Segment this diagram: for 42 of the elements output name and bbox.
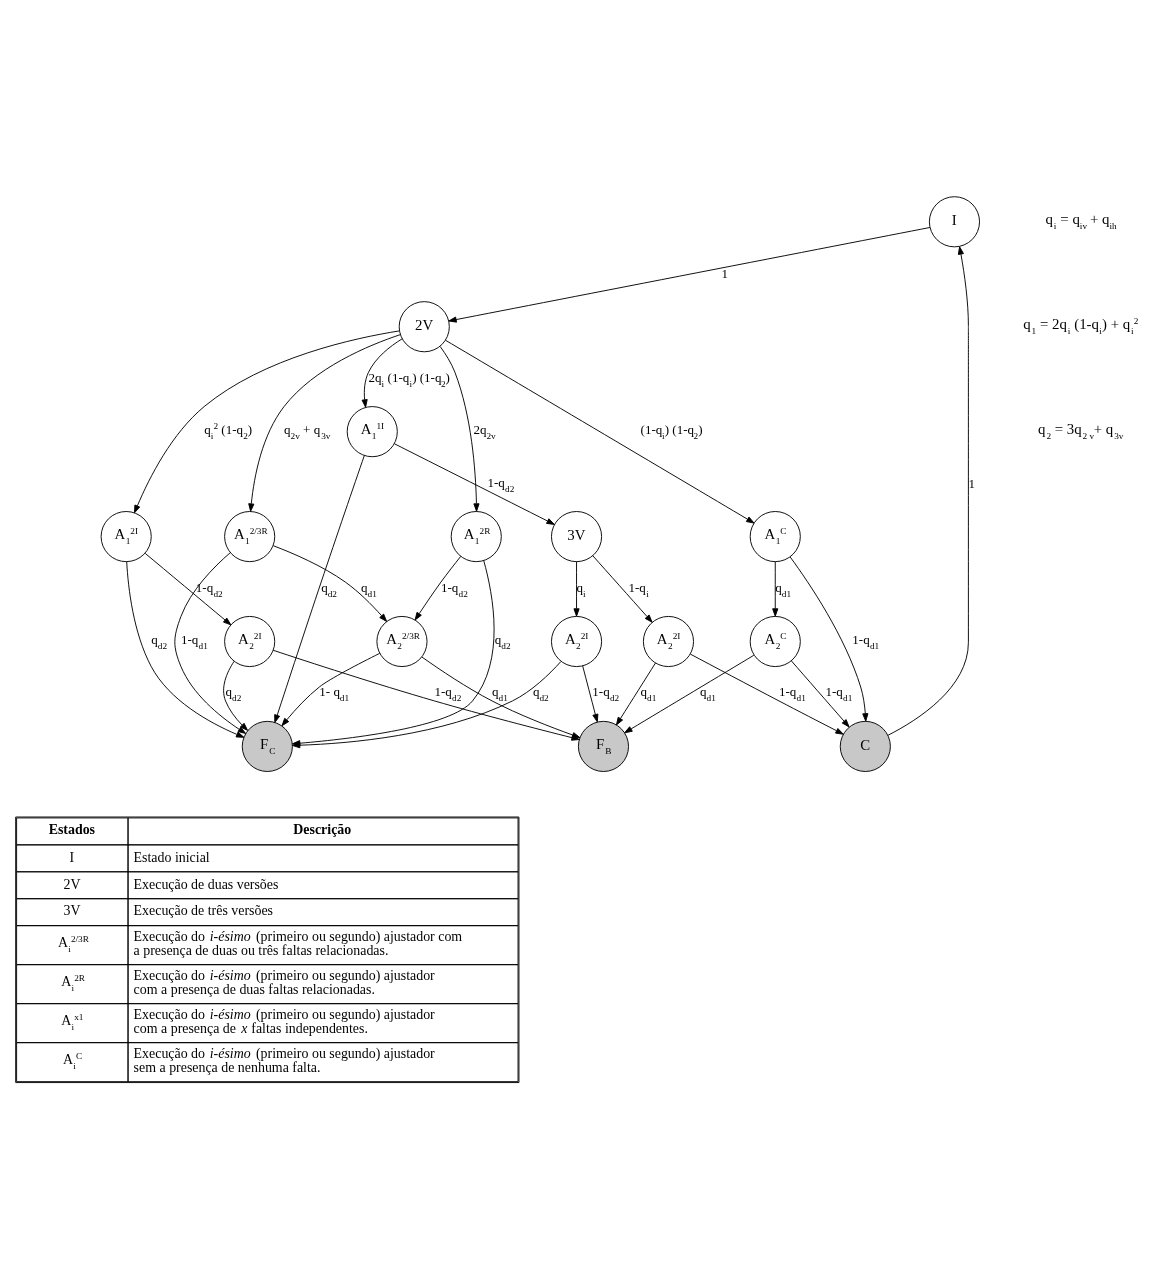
edge-label: q$_{i}$$^{2}$ (1-q$_{2}$) [204,421,253,442]
edge-label: q$_{d2}$ [532,684,549,704]
edge-label: 1-q$_{d1}$ [852,632,880,652]
edge-label: 1-q$_{d2}$ [195,579,223,599]
edge-label: 1-q$_{i}$ [628,579,649,599]
label: Execução de duas versões [133,876,279,892]
edge-label: q$_{d1}$ [361,579,377,599]
edge-label: 1-q$_{d1}$ [180,632,208,652]
edge-label: q$_{d2}$ [225,684,242,704]
label: Execução do i-ésimo (primeiro ou segundo) ajustador sem a presença de nenhuma falta. [133,1046,435,1076]
edge-label: 1-q$_{d2}$ [592,684,620,704]
label: q$_{i}$ = q$_{iv}$ + q$_{ih}$ [1045,211,1117,232]
label: Execução do i-ésimo (primeiro ou segundo) ajustador com a presença de duas faltas relacionadas. [133,968,435,998]
edge-label: (1-q$_{i}$) (1-q$_{2}$) [640,422,703,442]
edge-label: 1-q$_{d2}$ [434,684,462,704]
edge-label: q$_{d1}$ [492,684,508,704]
edge-label: q$_{d2}$ [321,579,337,599]
edge-label: 1 [968,475,975,491]
edge-label: 1-q$_{d2}$ [440,579,468,599]
label: q$_{2}$ = 3q$_{2 v}$+ q$_{3v}$ [1038,421,1124,442]
edge-label: q$_{2v}$ + q$_{3v}$ [284,422,331,442]
edge-label: q$_{d2}$ [494,632,511,652]
edge-label: q$_{d1}$ [700,684,716,704]
edge-label: q$_{d1}$ [640,684,657,704]
edge-label: q$_{i}$ [576,579,586,599]
label: Execução do i-ésimo (primeiro ou segundo) ajustador com a presença de x faltas independentes. [133,1007,435,1037]
label: Estado inicial [133,849,210,865]
edge-label: 2q$_{i}$ (1-q$_{i}$) (1-q$_{2}$) [368,369,450,389]
edge-label: 1-q$_{d1}$ [778,684,806,704]
edge-label: 1-q$_{d2}$ [487,474,515,494]
edge-label: q$_{d2}$ [151,632,168,652]
label: I [69,849,75,865]
edge-label: 2q$_{2v}$ [473,422,496,442]
edge-label: 1-q$_{d1}$ [825,684,853,704]
label: Execução do i-ésimo (primeiro ou segundo) ajustador com a presença de duas ou três faltas relacionadas. [133,929,463,959]
label: Descrição [293,821,352,837]
edge-label: 1- q$_{d1}$ [319,684,350,704]
label: Execução de três versões [133,903,273,919]
label: 3V [63,903,81,919]
label: 2V [63,876,81,892]
edge-label: 1 [721,265,728,281]
label: Estados [48,821,96,837]
